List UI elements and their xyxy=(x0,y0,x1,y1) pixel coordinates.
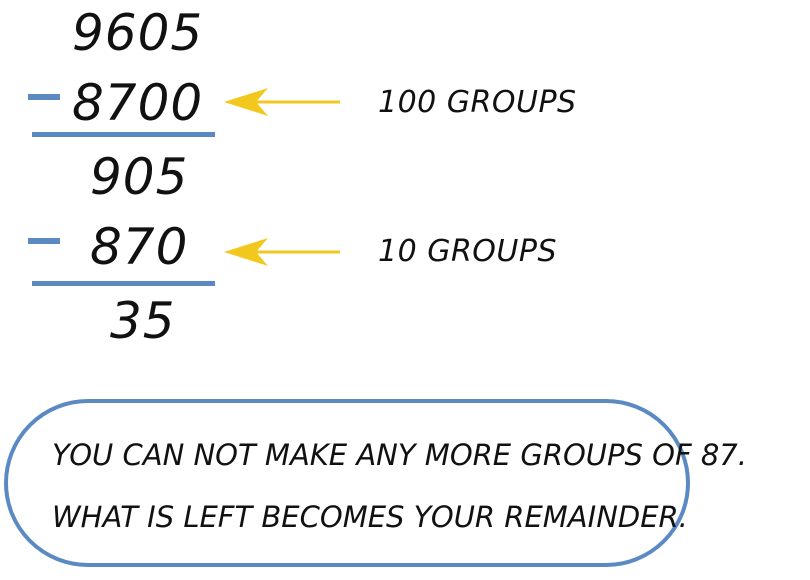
note-line-1: YOU CAN NOT MAKE ANY MORE GROUPS OF 87. xyxy=(52,438,747,472)
remainder: 35 xyxy=(110,292,176,350)
subtraction-rule-1 xyxy=(32,132,215,137)
subtrahend-1: 8700 xyxy=(72,74,204,132)
annotation-100-groups: 100 GROUPS xyxy=(378,85,577,120)
note-callout xyxy=(4,399,690,567)
difference-1: 905 xyxy=(90,148,189,206)
minus-sign-1 xyxy=(28,94,60,100)
subtrahend-2: 870 xyxy=(90,218,189,276)
dividend: 9605 xyxy=(72,4,204,62)
arrow-left-icon xyxy=(224,88,340,116)
note-line-2: WHAT IS LEFT BECOMES YOUR REMAINDER. xyxy=(52,500,688,534)
arrow-left-icon xyxy=(224,238,340,266)
subtraction-rule-2 xyxy=(32,281,215,286)
annotation-10-groups: 10 GROUPS xyxy=(378,234,558,269)
minus-sign-2 xyxy=(28,238,60,244)
